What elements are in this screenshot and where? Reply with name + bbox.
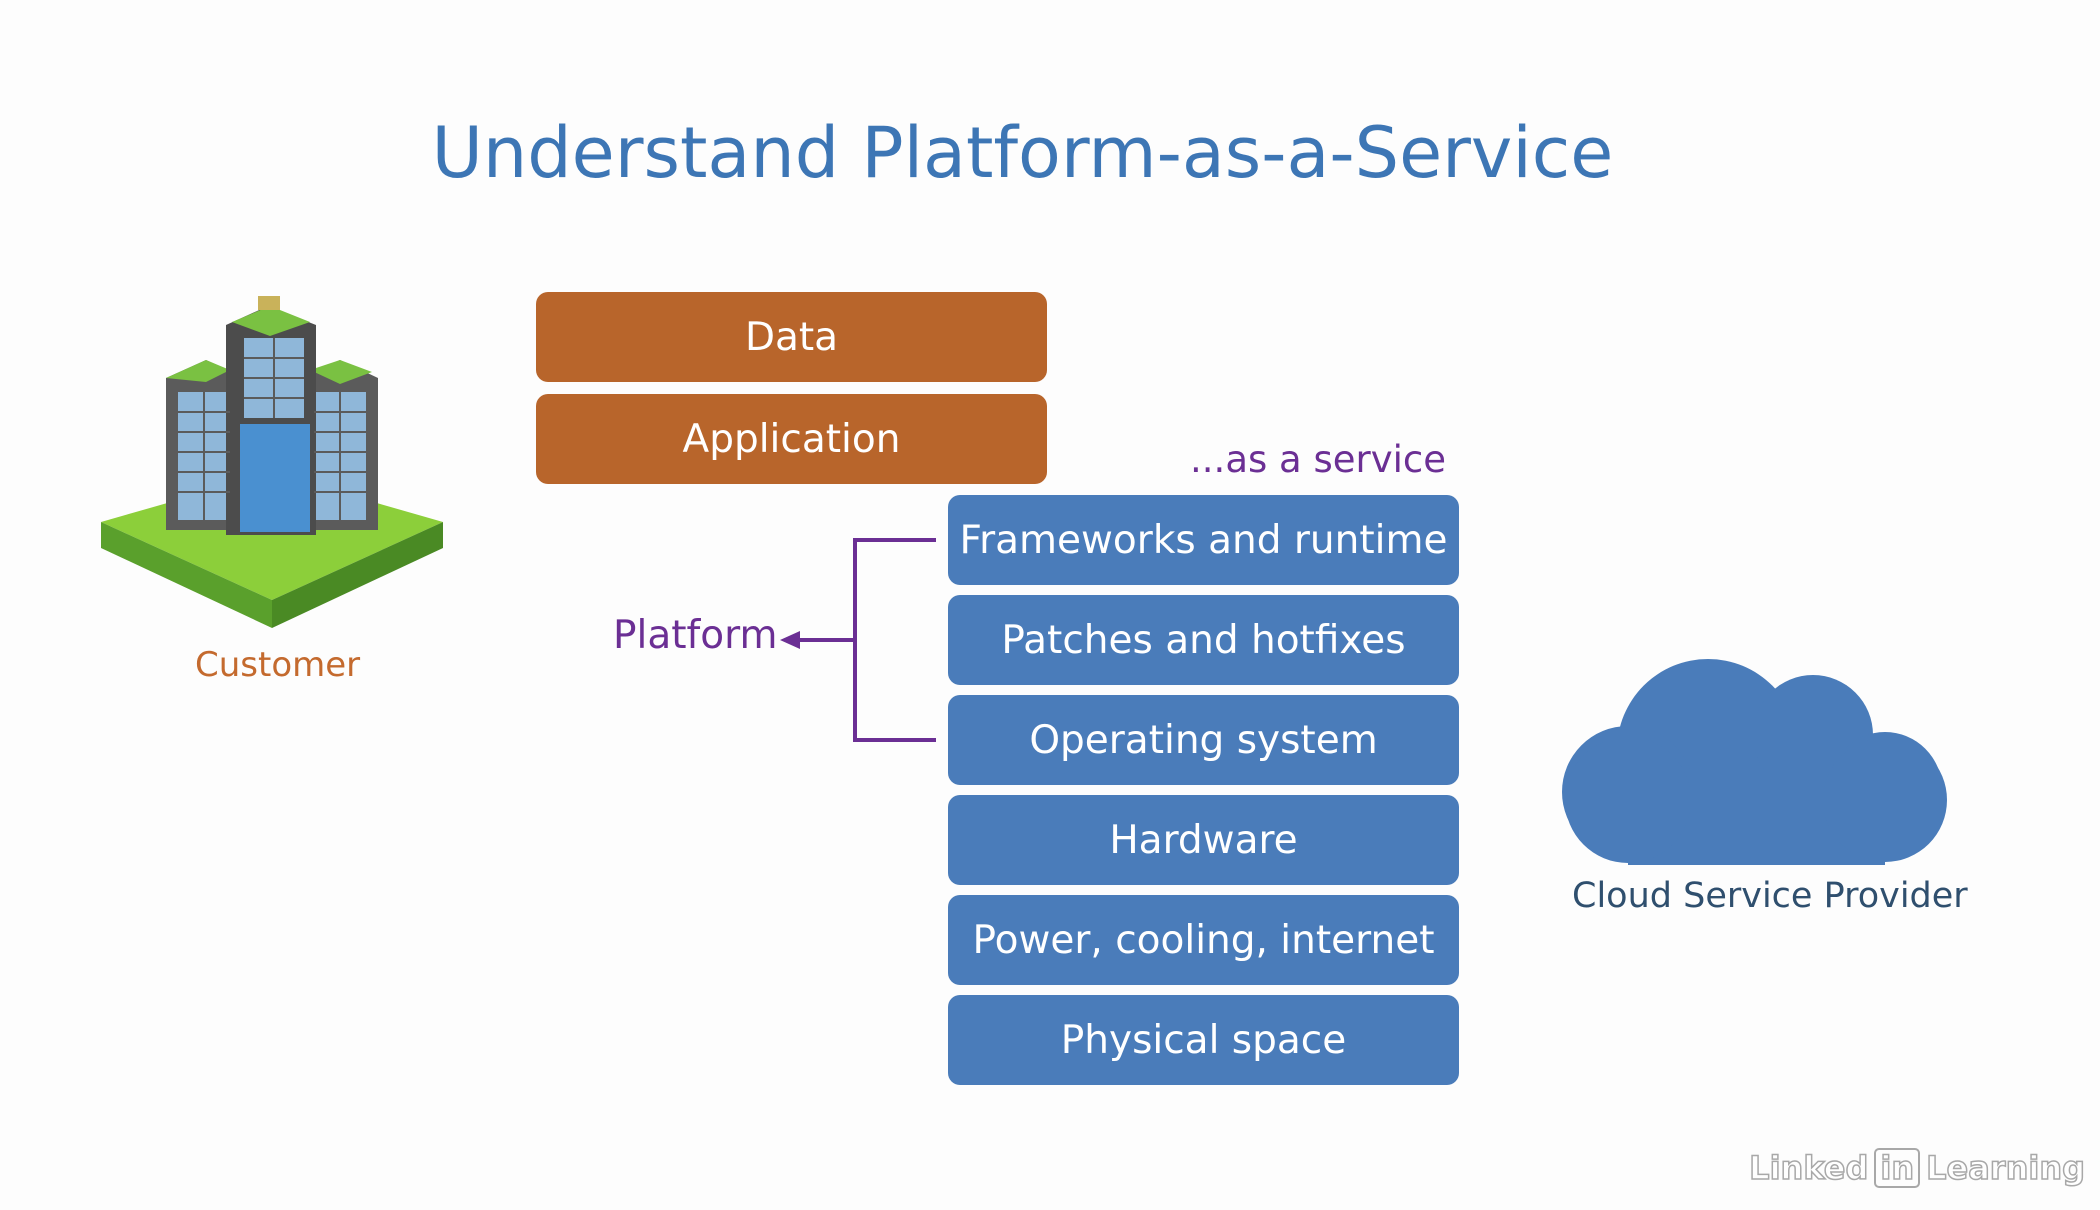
linkedin-learning-watermark: Linked in Learning — [1748, 1148, 2086, 1188]
watermark-linked: Linked — [1748, 1148, 1869, 1188]
watermark-learning: Learning — [1925, 1148, 2085, 1188]
customer-label: Customer — [195, 645, 361, 685]
layer-physical-label: Physical space — [1060, 1017, 1347, 1063]
layer-data: Data — [536, 292, 1047, 382]
layer-operating-system: Operating system — [948, 695, 1459, 785]
layer-patches-label: Patches and hotfixes — [1001, 617, 1406, 663]
layer-power-cooling-internet: Power, cooling, internet — [948, 895, 1459, 985]
layer-application-label: Application — [682, 416, 901, 462]
layer-hardware-label: Hardware — [1109, 817, 1298, 863]
layer-hardware: Hardware — [948, 795, 1459, 885]
layer-frameworks-label: Frameworks and runtime — [959, 517, 1448, 563]
layer-application: Application — [536, 394, 1047, 484]
layer-data-label: Data — [744, 314, 839, 360]
layer-power-label: Power, cooling, internet — [972, 917, 1435, 963]
layer-patches-and-hotfixes: Patches and hotfixes — [948, 595, 1459, 685]
layer-os-label: Operating system — [1029, 717, 1378, 763]
slide-title: Understand Platform-as-a-Service — [431, 112, 1614, 194]
arrow-left-icon — [780, 631, 800, 649]
watermark-in: in — [1874, 1148, 1921, 1188]
cloud-service-provider-label: Cloud Service Provider — [1572, 876, 1968, 916]
platform-label: Platform — [613, 613, 778, 658]
layer-physical-space: Physical space — [948, 995, 1459, 1085]
as-a-service-caption: ...as a service — [1190, 438, 1446, 481]
layer-frameworks-and-runtime: Frameworks and runtime — [948, 495, 1459, 585]
